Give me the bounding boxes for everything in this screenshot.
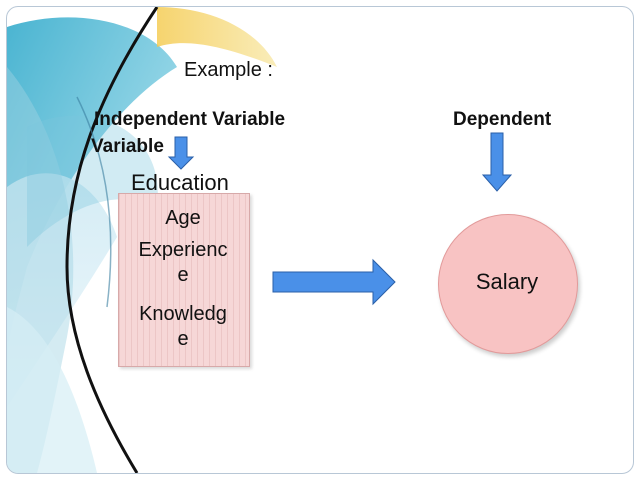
dependent-variable-label: Dependent <box>453 109 552 130</box>
factor-age: Age <box>165 207 201 229</box>
factor-experience-line2: e <box>177 264 189 286</box>
factor-knowledge-line2: e <box>177 328 189 350</box>
factor-knowledge-line1: Knowledg <box>139 303 227 325</box>
independent-variable-label: Independent Variable <box>94 109 286 130</box>
salary-label: Salary <box>475 269 539 294</box>
education-label: Education <box>131 170 229 195</box>
right-arrow-icon <box>272 258 396 306</box>
factors-box <box>118 193 250 367</box>
factor-experience-line1: Experienc <box>138 239 228 261</box>
slide-title: Example : <box>184 59 273 81</box>
down-arrow-independent-icon <box>167 136 195 170</box>
feather-decoration <box>7 7 277 473</box>
down-arrow-dependent-icon <box>481 132 513 192</box>
salary-circle <box>438 214 578 354</box>
slide: Example : Independent Variable Variable … <box>6 6 634 474</box>
independent-variable-label-continued: Variable <box>91 136 164 157</box>
